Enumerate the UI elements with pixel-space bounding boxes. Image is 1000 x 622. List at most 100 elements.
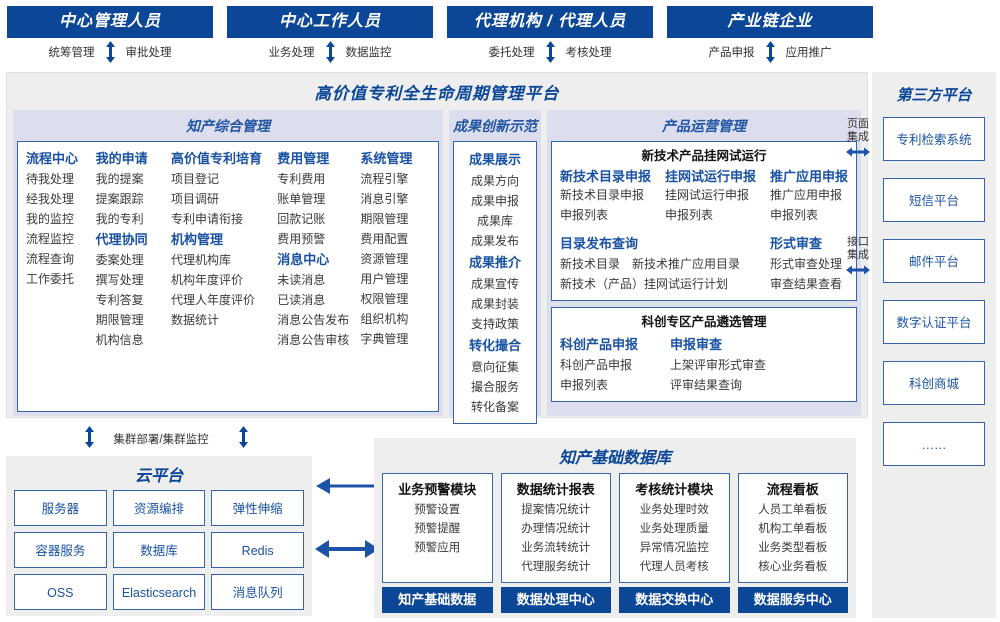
menu-item[interactable]: 提案跟踪: [95, 192, 144, 206]
cloud-cell[interactable]: 资源编排: [112, 490, 206, 526]
database-footer[interactable]: 知产基础数据: [382, 587, 493, 613]
cloud-cell[interactable]: Redis: [211, 532, 304, 568]
group-title[interactable]: 推广应用申报: [770, 169, 849, 184]
menu-item[interactable]: 专利费用: [277, 172, 326, 186]
third-party-item[interactable]: 短信平台: [883, 178, 985, 222]
group-title[interactable]: 科创产品申报: [560, 337, 639, 352]
menu-item[interactable]: 撰写处理: [95, 273, 144, 287]
third-party-item[interactable]: 数字认证平台: [883, 300, 985, 344]
menu-item[interactable]: 账单管理: [277, 192, 326, 206]
menu-item[interactable]: 组织机构: [360, 312, 409, 326]
menu-item[interactable]: 撮合服务: [470, 380, 519, 394]
menu-item[interactable]: 我的监控: [26, 212, 75, 226]
group-title[interactable]: 新技术目录申报: [560, 169, 652, 184]
database-item[interactable]: 异常情况监控: [639, 542, 709, 554]
database-item[interactable]: 人员工单看板: [758, 504, 828, 516]
database-item[interactable]: 机构工单看板: [758, 523, 828, 535]
menu-item[interactable]: 支持政策: [470, 317, 519, 331]
group-title[interactable]: 成果推介: [468, 255, 521, 270]
menu-item[interactable]: 申报列表: [560, 208, 609, 222]
menu-item[interactable]: 上架评审形式审查: [670, 358, 767, 372]
database-item[interactable]: 预警提醒: [414, 523, 461, 535]
menu-item[interactable]: 期限管理: [95, 313, 144, 327]
menu-item[interactable]: 机构年度评价: [170, 273, 243, 287]
menu-item[interactable]: 形式审查处理: [770, 257, 843, 271]
menu-item[interactable]: 消息公告审核: [277, 333, 350, 347]
database-item[interactable]: 办理情况统计: [521, 523, 591, 535]
group-title[interactable]: 费用管理: [277, 151, 330, 166]
menu-item[interactable]: 代理机构库: [170, 253, 231, 267]
cloud-cell[interactable]: 消息队列: [211, 574, 304, 610]
menu-item[interactable]: 申报列表: [665, 208, 714, 222]
menu-item[interactable]: 申报列表: [770, 208, 819, 222]
database-item[interactable]: 核心业务看板: [758, 561, 828, 573]
menu-item[interactable]: 工作委托: [26, 272, 75, 286]
menu-item[interactable]: 成果申报: [470, 194, 519, 208]
cloud-cell[interactable]: Elasticsearch: [112, 574, 206, 610]
database-item[interactable]: 代理服务统计: [521, 561, 591, 573]
menu-item[interactable]: 成果方向: [470, 174, 519, 188]
menu-item[interactable]: 评审结果查询: [670, 378, 743, 392]
group-title[interactable]: 消息中心: [277, 252, 330, 267]
group-title[interactable]: 目录发布查询: [560, 236, 639, 251]
menu-item[interactable]: 回款记账: [277, 212, 326, 226]
database-item[interactable]: 业务处理时效: [639, 504, 709, 516]
menu-item[interactable]: 已读消息: [277, 293, 326, 307]
menu-item[interactable]: 消息公告发布: [277, 313, 350, 327]
group-title[interactable]: 机构管理: [170, 232, 223, 247]
menu-item[interactable]: 新技术（产品）挂网试运行计划: [560, 277, 729, 291]
actor-title[interactable]: 产业链企业: [667, 6, 873, 38]
group-title[interactable]: 申报审查: [670, 337, 723, 352]
menu-item[interactable]: 消息引擎: [360, 192, 409, 206]
third-party-item[interactable]: 邮件平台: [883, 239, 985, 283]
menu-item[interactable]: 成果发布: [470, 234, 519, 248]
database-item[interactable]: 业务处理质量: [639, 523, 709, 535]
group-title[interactable]: 代理协同: [95, 232, 148, 247]
group-title[interactable]: 系统管理: [360, 151, 413, 166]
menu-item[interactable]: 审查结果查看: [770, 277, 843, 291]
menu-item[interactable]: 权限管理: [360, 292, 409, 306]
menu-item[interactable]: 流程监控: [26, 232, 75, 246]
menu-item[interactable]: 申报列表: [560, 378, 609, 392]
group-title[interactable]: 成果展示: [468, 152, 521, 167]
database-item[interactable]: 业务流转统计: [521, 542, 591, 554]
database-item[interactable]: 提案情况统计: [521, 504, 591, 516]
menu-item[interactable]: 机构信息: [95, 333, 144, 347]
database-item[interactable]: 业务类型看板: [758, 542, 828, 554]
menu-item[interactable]: 项目调研: [170, 192, 219, 206]
menu-item[interactable]: 待我处理: [26, 172, 75, 186]
database-item[interactable]: 代理人员考核: [639, 561, 709, 573]
menu-item[interactable]: 我的提案: [95, 172, 144, 186]
group-title[interactable]: 我的申请: [95, 151, 148, 166]
menu-item[interactable]: 经我处理: [26, 192, 75, 206]
menu-item[interactable]: 转化备案: [470, 400, 519, 414]
group-title[interactable]: 挂网试运行申报: [665, 169, 757, 184]
group-title[interactable]: 高价值专利培育: [170, 151, 262, 166]
menu-item[interactable]: 科创产品申报: [560, 358, 633, 372]
menu-item[interactable]: 费用配置: [360, 232, 409, 246]
database-footer[interactable]: 数据服务中心: [737, 587, 848, 613]
menu-item[interactable]: 流程查询: [26, 252, 75, 266]
database-footer[interactable]: 数据处理中心: [500, 587, 611, 613]
cloud-cell[interactable]: 弹性伸缩: [211, 490, 304, 526]
group-title[interactable]: 流程中心: [26, 151, 79, 166]
menu-item[interactable]: 用户管理: [360, 272, 409, 286]
database-item[interactable]: 预警应用: [414, 542, 461, 554]
menu-item[interactable]: 期限管理: [360, 212, 409, 226]
menu-item[interactable]: 费用预警: [277, 232, 326, 246]
database-item[interactable]: 预警设置: [414, 504, 461, 516]
menu-item[interactable]: 成果宣传: [470, 277, 519, 291]
menu-item[interactable]: 推广应用申报: [770, 188, 843, 202]
actor-title[interactable]: 中心工作人员: [227, 6, 433, 38]
cloud-cell[interactable]: 数据库: [112, 532, 206, 568]
menu-item[interactable]: 挂网试运行申报: [665, 188, 750, 202]
menu-item[interactable]: 新技术推广应用目录: [632, 257, 741, 271]
cloud-cell[interactable]: 容器服务: [14, 532, 107, 568]
menu-item[interactable]: 未读消息: [277, 273, 326, 287]
menu-item[interactable]: 项目登记: [170, 172, 219, 186]
menu-item[interactable]: 流程引擎: [360, 172, 409, 186]
menu-item[interactable]: 我的专利: [95, 212, 144, 226]
menu-item[interactable]: 委案处理: [95, 253, 144, 267]
group-title[interactable]: 形式审查: [770, 236, 823, 251]
menu-item[interactable]: 成果封装: [470, 297, 519, 311]
